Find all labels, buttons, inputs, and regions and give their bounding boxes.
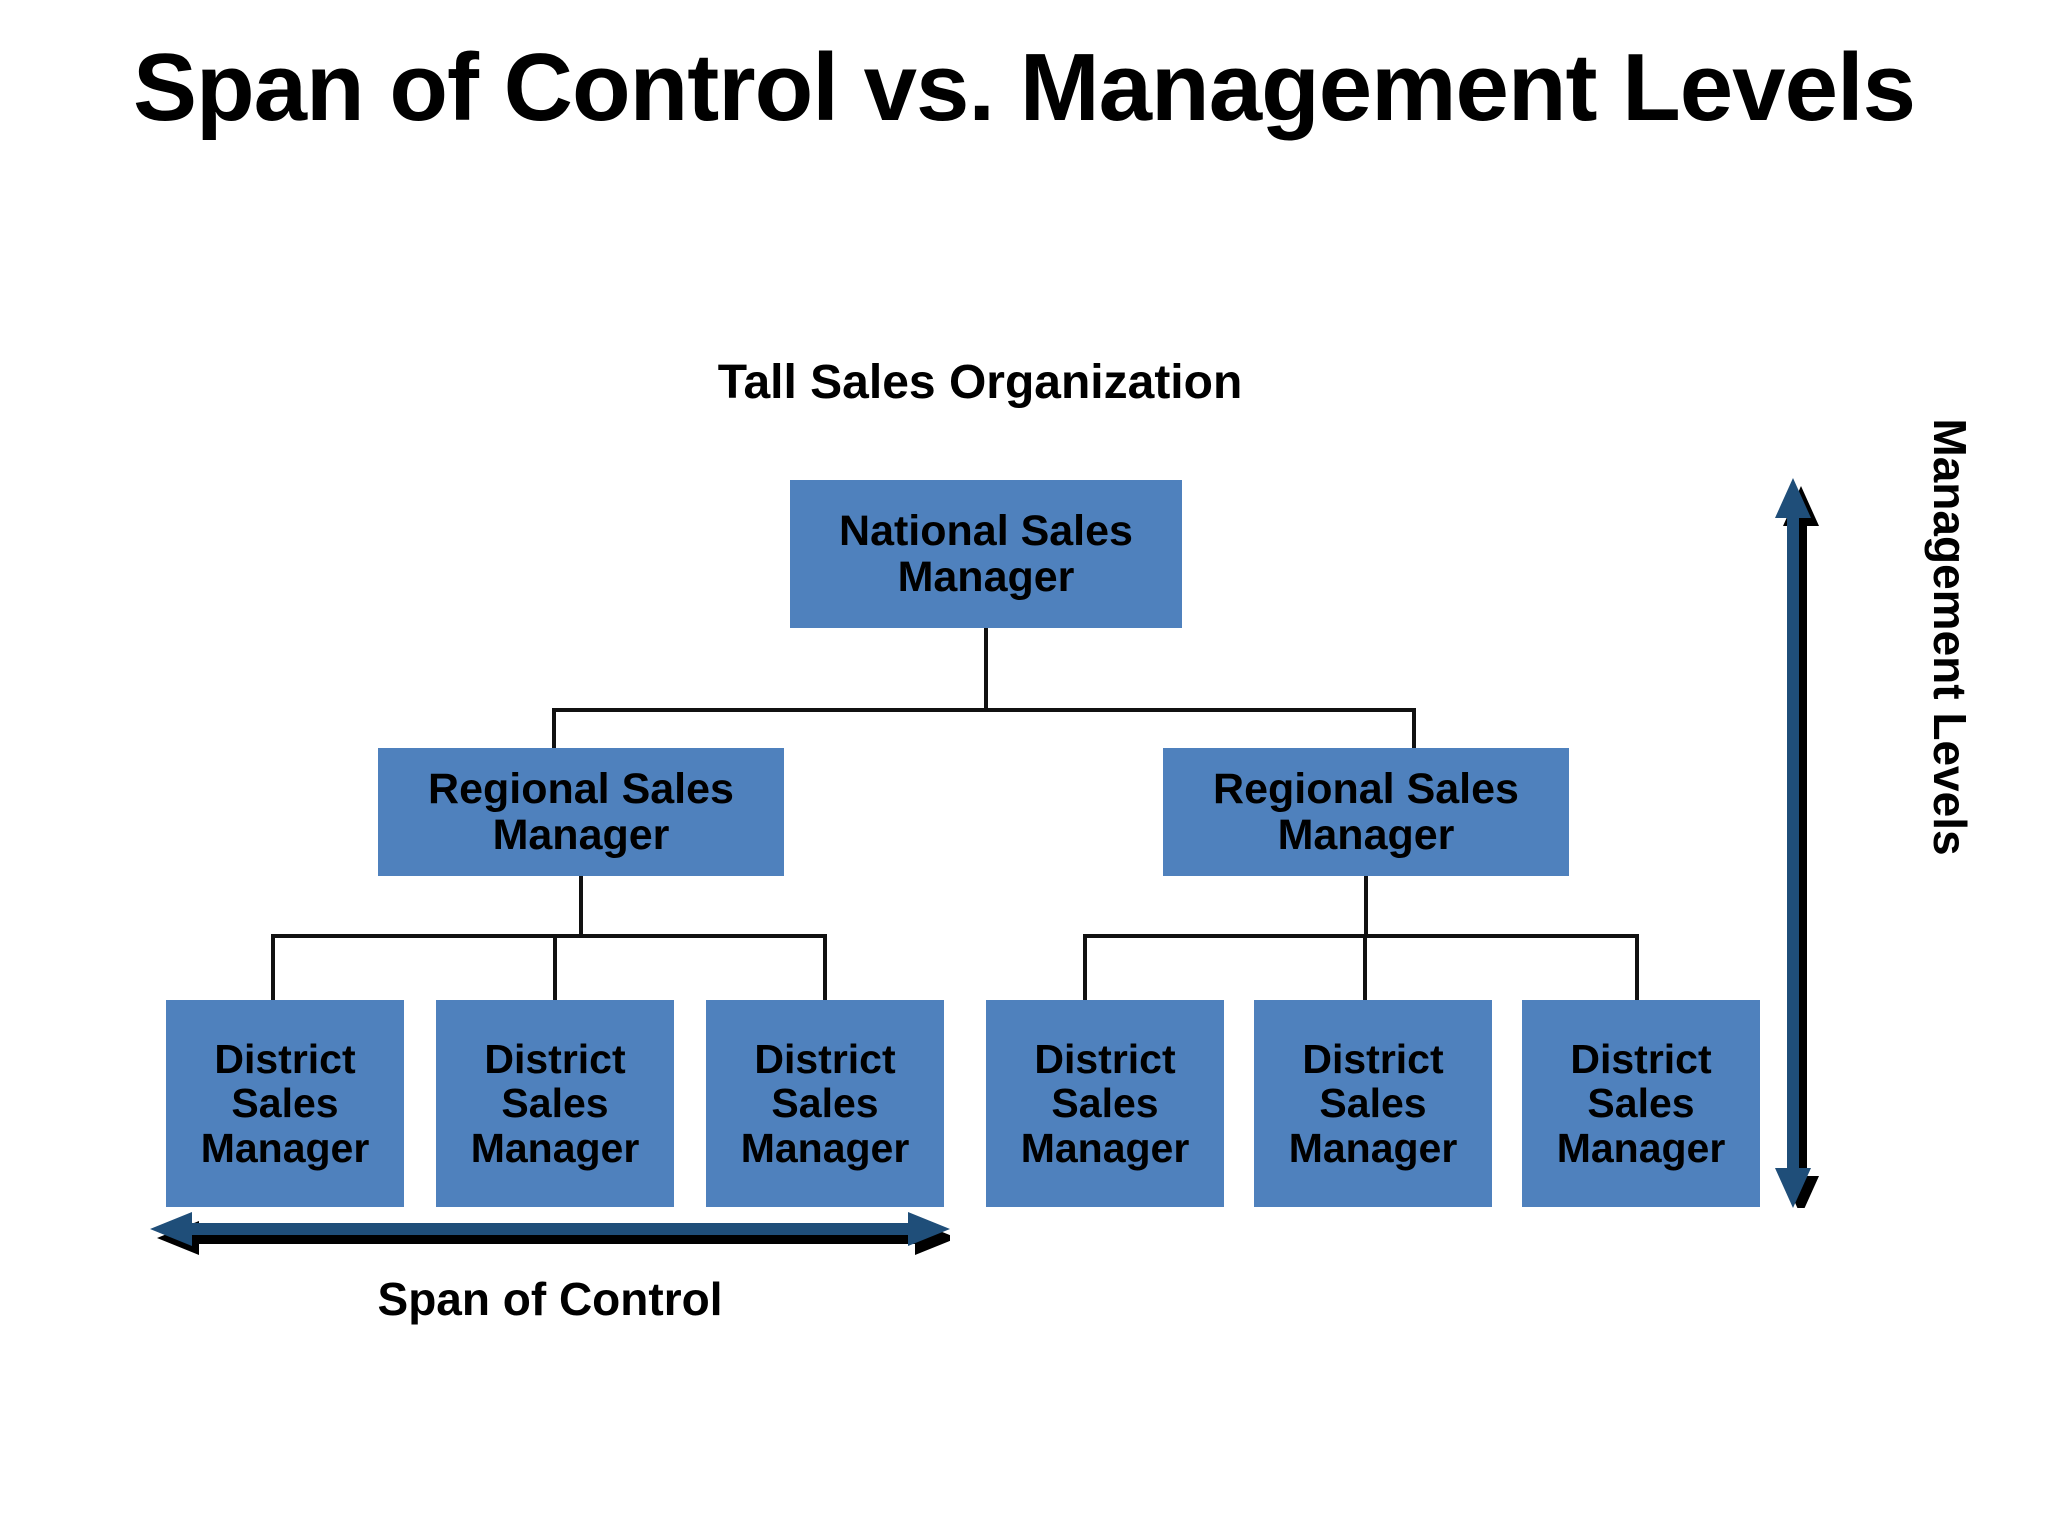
connector-national-right-leg xyxy=(1412,708,1416,750)
connector-regional-left-leg-2 xyxy=(553,934,557,1002)
management-levels-arrow-icon xyxy=(1775,478,1819,1208)
connector-regional-right-leg-3 xyxy=(1635,934,1639,1002)
page-title: Span of Control vs. Management Levels xyxy=(132,34,1916,141)
span-of-control-arrow-icon xyxy=(150,1212,950,1255)
connector-regional-left-bus xyxy=(271,934,827,938)
connector-regional-right-bus xyxy=(1083,934,1639,938)
management-levels-label: Management Levels xyxy=(1924,418,1976,856)
connector-national-left-leg xyxy=(552,708,556,750)
connector-regional-left-drop xyxy=(579,876,583,938)
connector-regional-left-leg-3 xyxy=(823,934,827,1002)
connector-national-drop xyxy=(984,628,988,712)
connector-regional-right-leg-1 xyxy=(1083,934,1087,1002)
connector-regional-right-leg-2 xyxy=(1363,934,1367,1002)
chart-subtitle: Tall Sales Organization xyxy=(717,356,1243,409)
connector-regional-right-drop xyxy=(1364,876,1368,938)
span-of-control-label: Span of Control xyxy=(377,1273,723,1325)
connector-regional-left-leg-1 xyxy=(271,934,275,1002)
connector-national-bus xyxy=(552,708,1416,712)
